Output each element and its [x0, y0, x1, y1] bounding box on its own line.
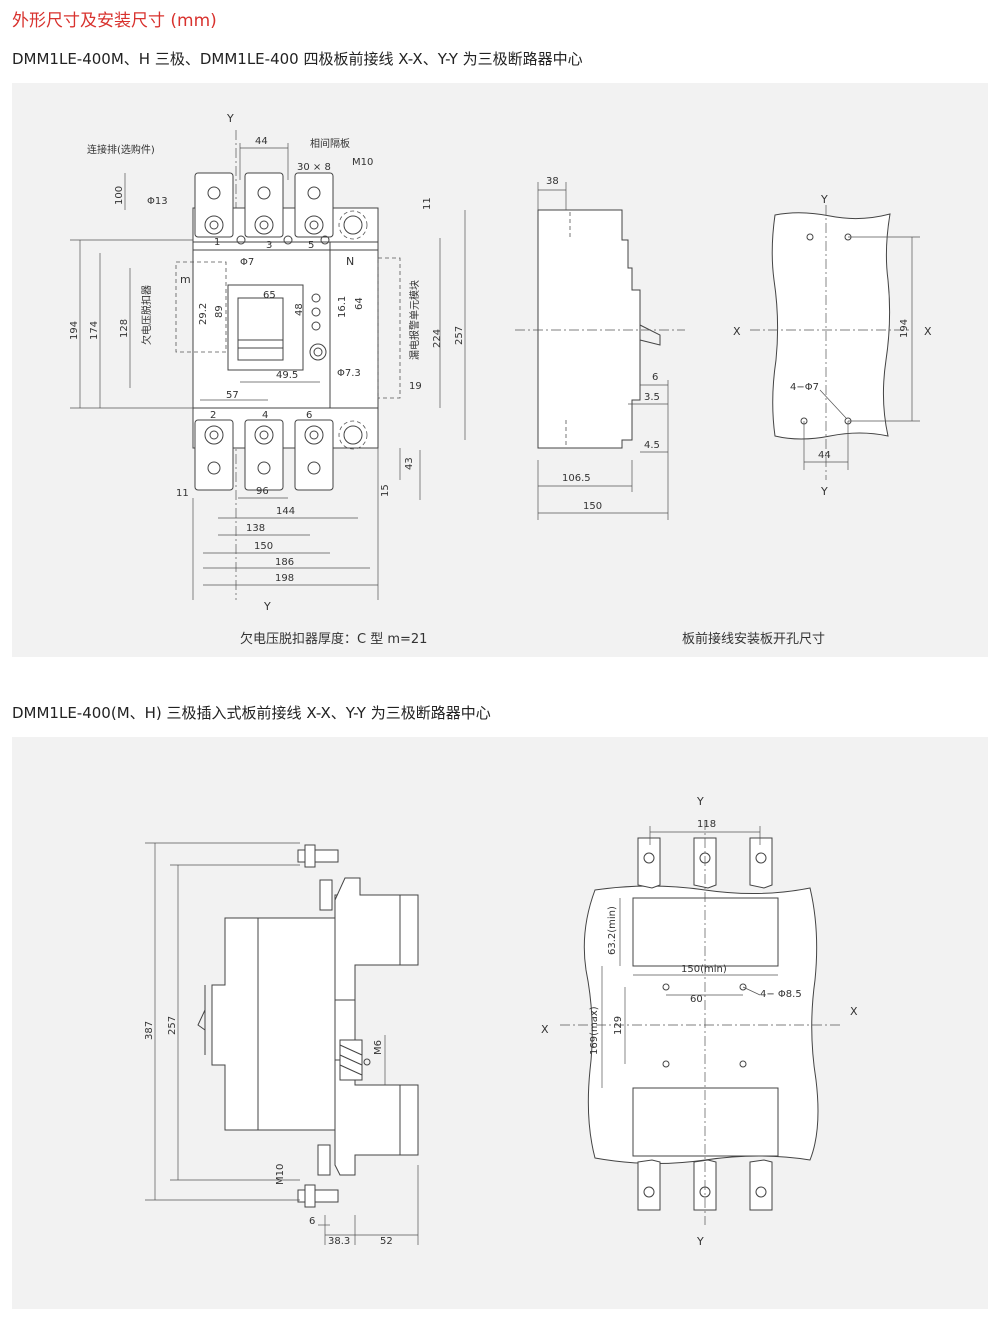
label-phi73: Φ7.3 [337, 368, 361, 379]
cutout1-x-left: X [733, 325, 741, 338]
dim-side-150: 150 [583, 501, 602, 512]
plugin-dim-387: 387 [144, 1021, 155, 1040]
label-t4: 4 [262, 410, 268, 421]
dim-side-4-5: 4.5 [644, 440, 660, 451]
label-phi13: Φ13 [147, 196, 168, 207]
cutout2-x-left: X [541, 1023, 549, 1036]
dim-16-1: 16.1 [337, 296, 348, 318]
dim-198: 198 [275, 573, 294, 584]
dim-side-38: 38 [546, 176, 559, 187]
cutout2-holes: 4− Φ8.5 [760, 989, 802, 1000]
dim-100: 100 [114, 186, 125, 205]
dim-15: 15 [380, 484, 391, 497]
dim-48: 48 [294, 303, 305, 316]
dim-144: 144 [276, 506, 295, 517]
dim-194: 194 [69, 321, 80, 340]
dim-224: 224 [432, 329, 443, 348]
label-t1: 1 [214, 237, 220, 248]
section2-subtitle: DMM1LE-400(M、H) 三极插入式板前接线 X-X、Y-Y 为三极断路器… [12, 704, 491, 722]
section1-subtitle: DMM1LE-400M、H 三极、DMM1LE-400 四极板前接线 X-X、Y… [12, 50, 583, 68]
cutout1-dim-44: 44 [818, 450, 831, 461]
label-leak-module: 漏电报警单元模块 [408, 280, 421, 360]
dim-89: 89 [214, 305, 225, 318]
dim-128: 128 [119, 319, 130, 338]
cutout2-y-top: Y [696, 795, 704, 808]
plugin-dim-52: 52 [380, 1236, 393, 1247]
cutout2-dim-129: 129 [613, 1016, 624, 1035]
label-y-top: Y [226, 112, 234, 125]
page-heading: 外形尺寸及安装尺寸 (mm) [12, 11, 217, 31]
dim-49-5: 49.5 [276, 370, 298, 381]
cutout-view-1: Y Y X X 4−Φ7 194 44 [733, 193, 932, 498]
dim-150: 150 [254, 541, 273, 552]
label-t5: 5 [308, 240, 314, 251]
dim-44: 44 [255, 136, 268, 147]
plugin-dim-38-3: 38.3 [328, 1236, 350, 1247]
dim-side-3-5: 3.5 [644, 392, 660, 403]
label-phi7: Φ7 [240, 257, 254, 268]
cutout2-dim-150min: 150(min) [681, 964, 727, 975]
dim-57: 57 [226, 390, 239, 401]
plugin-m6: M6 [373, 1040, 384, 1055]
dim-19: 19 [409, 381, 422, 392]
front-view: Y Y 连接排(选购件) 相间隔板 30 × 8 M10 Φ13 Φ7 Φ7.3… [69, 112, 466, 613]
section2-drawing: 387 257 M6 M10 6 38.3 52 [144, 795, 858, 1248]
label-bolt: M10 [352, 157, 373, 168]
section1-drawing: Y Y 连接排(选购件) 相间隔板 30 × 8 M10 Φ13 Φ7 Φ7.3… [69, 112, 932, 613]
plugin-dim-257: 257 [167, 1016, 178, 1035]
dim-43: 43 [404, 457, 415, 470]
caption-uv-release-thickness: 欠电压脱扣器厚度：C 型 m=21 [240, 632, 428, 647]
dim-65: 65 [263, 290, 276, 301]
cutout2-dim-118: 118 [697, 819, 716, 830]
cutout2-dim-63-2min: 63.2(min) [607, 906, 618, 955]
dim-11a: 11 [422, 197, 433, 210]
dim-64: 64 [354, 297, 365, 310]
dim-257: 257 [454, 326, 465, 345]
cutout1-holes: 4−Φ7 [790, 382, 819, 393]
label-uv-release: 欠电压脱扣器 [140, 285, 153, 345]
plugin-side-view: 387 257 M6 M10 6 38.3 52 [144, 842, 419, 1247]
plugin-m10: M10 [275, 1164, 286, 1185]
label-bar-size: 30 × 8 [297, 162, 331, 173]
label-t2: 2 [210, 410, 216, 421]
label-n: N [346, 255, 354, 268]
dim-138: 138 [246, 523, 265, 534]
cutout2-dim-169max: 169(max) [589, 1006, 600, 1055]
label-busbar: 连接排(选购件) [87, 143, 155, 156]
cutout2-dim-60: 60 [690, 994, 703, 1005]
cutout1-y-top: Y [820, 193, 828, 206]
dim-174: 174 [89, 321, 100, 340]
cutout1-y-bottom: Y [820, 485, 828, 498]
cutout-view-2: Y Y X X 4− Φ8.5 118 150(min) 60 63.2(min… [541, 795, 858, 1248]
label-t6: 6 [306, 410, 312, 421]
dim-29-2: 29.2 [198, 303, 209, 325]
plugin-dim-6: 6 [309, 1216, 315, 1227]
label-m: m [180, 273, 191, 286]
caption-cutout: 板前接线安装板开孔尺寸 [682, 632, 826, 647]
label-t3: 3 [266, 240, 272, 251]
section2-panel: 387 257 M6 M10 6 38.3 52 [12, 737, 988, 1309]
dim-186: 186 [275, 557, 294, 568]
label-y-bottom: Y [263, 600, 271, 613]
dim-11b: 11 [176, 488, 189, 499]
label-phase-barrier: 相间隔板 [310, 137, 350, 150]
side-view: 38 6 3.5 4.5 106.5 150 [515, 176, 685, 520]
cutout1-x-right: X [924, 325, 932, 338]
dim-side-6: 6 [652, 372, 658, 383]
cutout2-y-bottom: Y [696, 1235, 704, 1248]
cutout2-x-right: X [850, 1005, 858, 1018]
section1-panel: Y Y 连接排(选购件) 相间隔板 30 × 8 M10 Φ13 Φ7 Φ7.3… [12, 83, 988, 657]
dim-96: 96 [256, 486, 269, 497]
cutout1-dim-194: 194 [899, 319, 910, 338]
dim-side-106-5: 106.5 [562, 473, 591, 484]
